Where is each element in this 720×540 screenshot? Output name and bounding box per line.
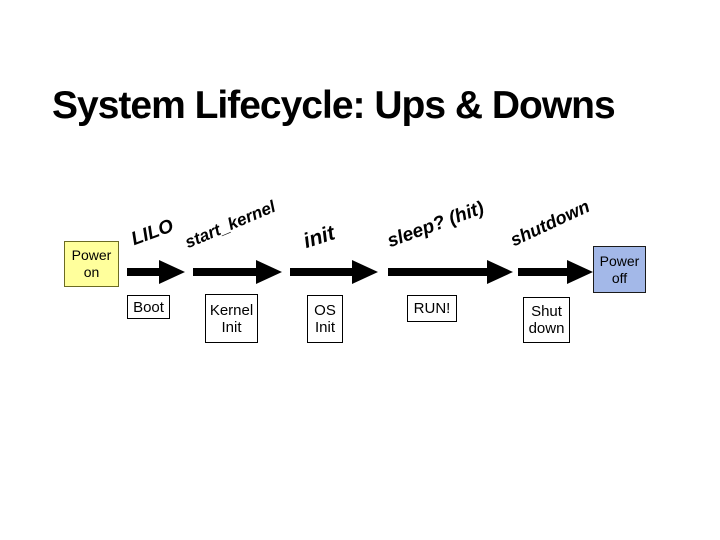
flow-arrow-1	[127, 268, 159, 276]
transition-label-sleep: sleep? (hit)	[384, 197, 487, 253]
stage-box-kernel-init: Kernel Init	[205, 294, 258, 343]
flow-arrow-2	[193, 268, 256, 276]
transition-label-start-kernel: start_kernel	[182, 196, 279, 253]
flow-arrow-5	[518, 268, 567, 276]
stage-box-shut-down: Shut down	[523, 297, 570, 343]
flow-arrow-4	[388, 268, 487, 276]
stage-box-os-init: OS Init	[307, 295, 343, 343]
stage-box-boot: Boot	[127, 295, 170, 319]
power-off-box: Power off	[593, 246, 646, 293]
transition-label-shutdown: shutdown	[507, 196, 593, 251]
transition-label-init: init	[300, 221, 338, 254]
stage-box-run: RUN!	[407, 295, 457, 322]
flow-arrow-3	[290, 268, 352, 276]
power-on-box: Power on	[64, 241, 119, 287]
slide-title: System Lifecycle: Ups & Downs	[52, 84, 616, 127]
transition-label-lilo: LILO	[128, 215, 177, 251]
